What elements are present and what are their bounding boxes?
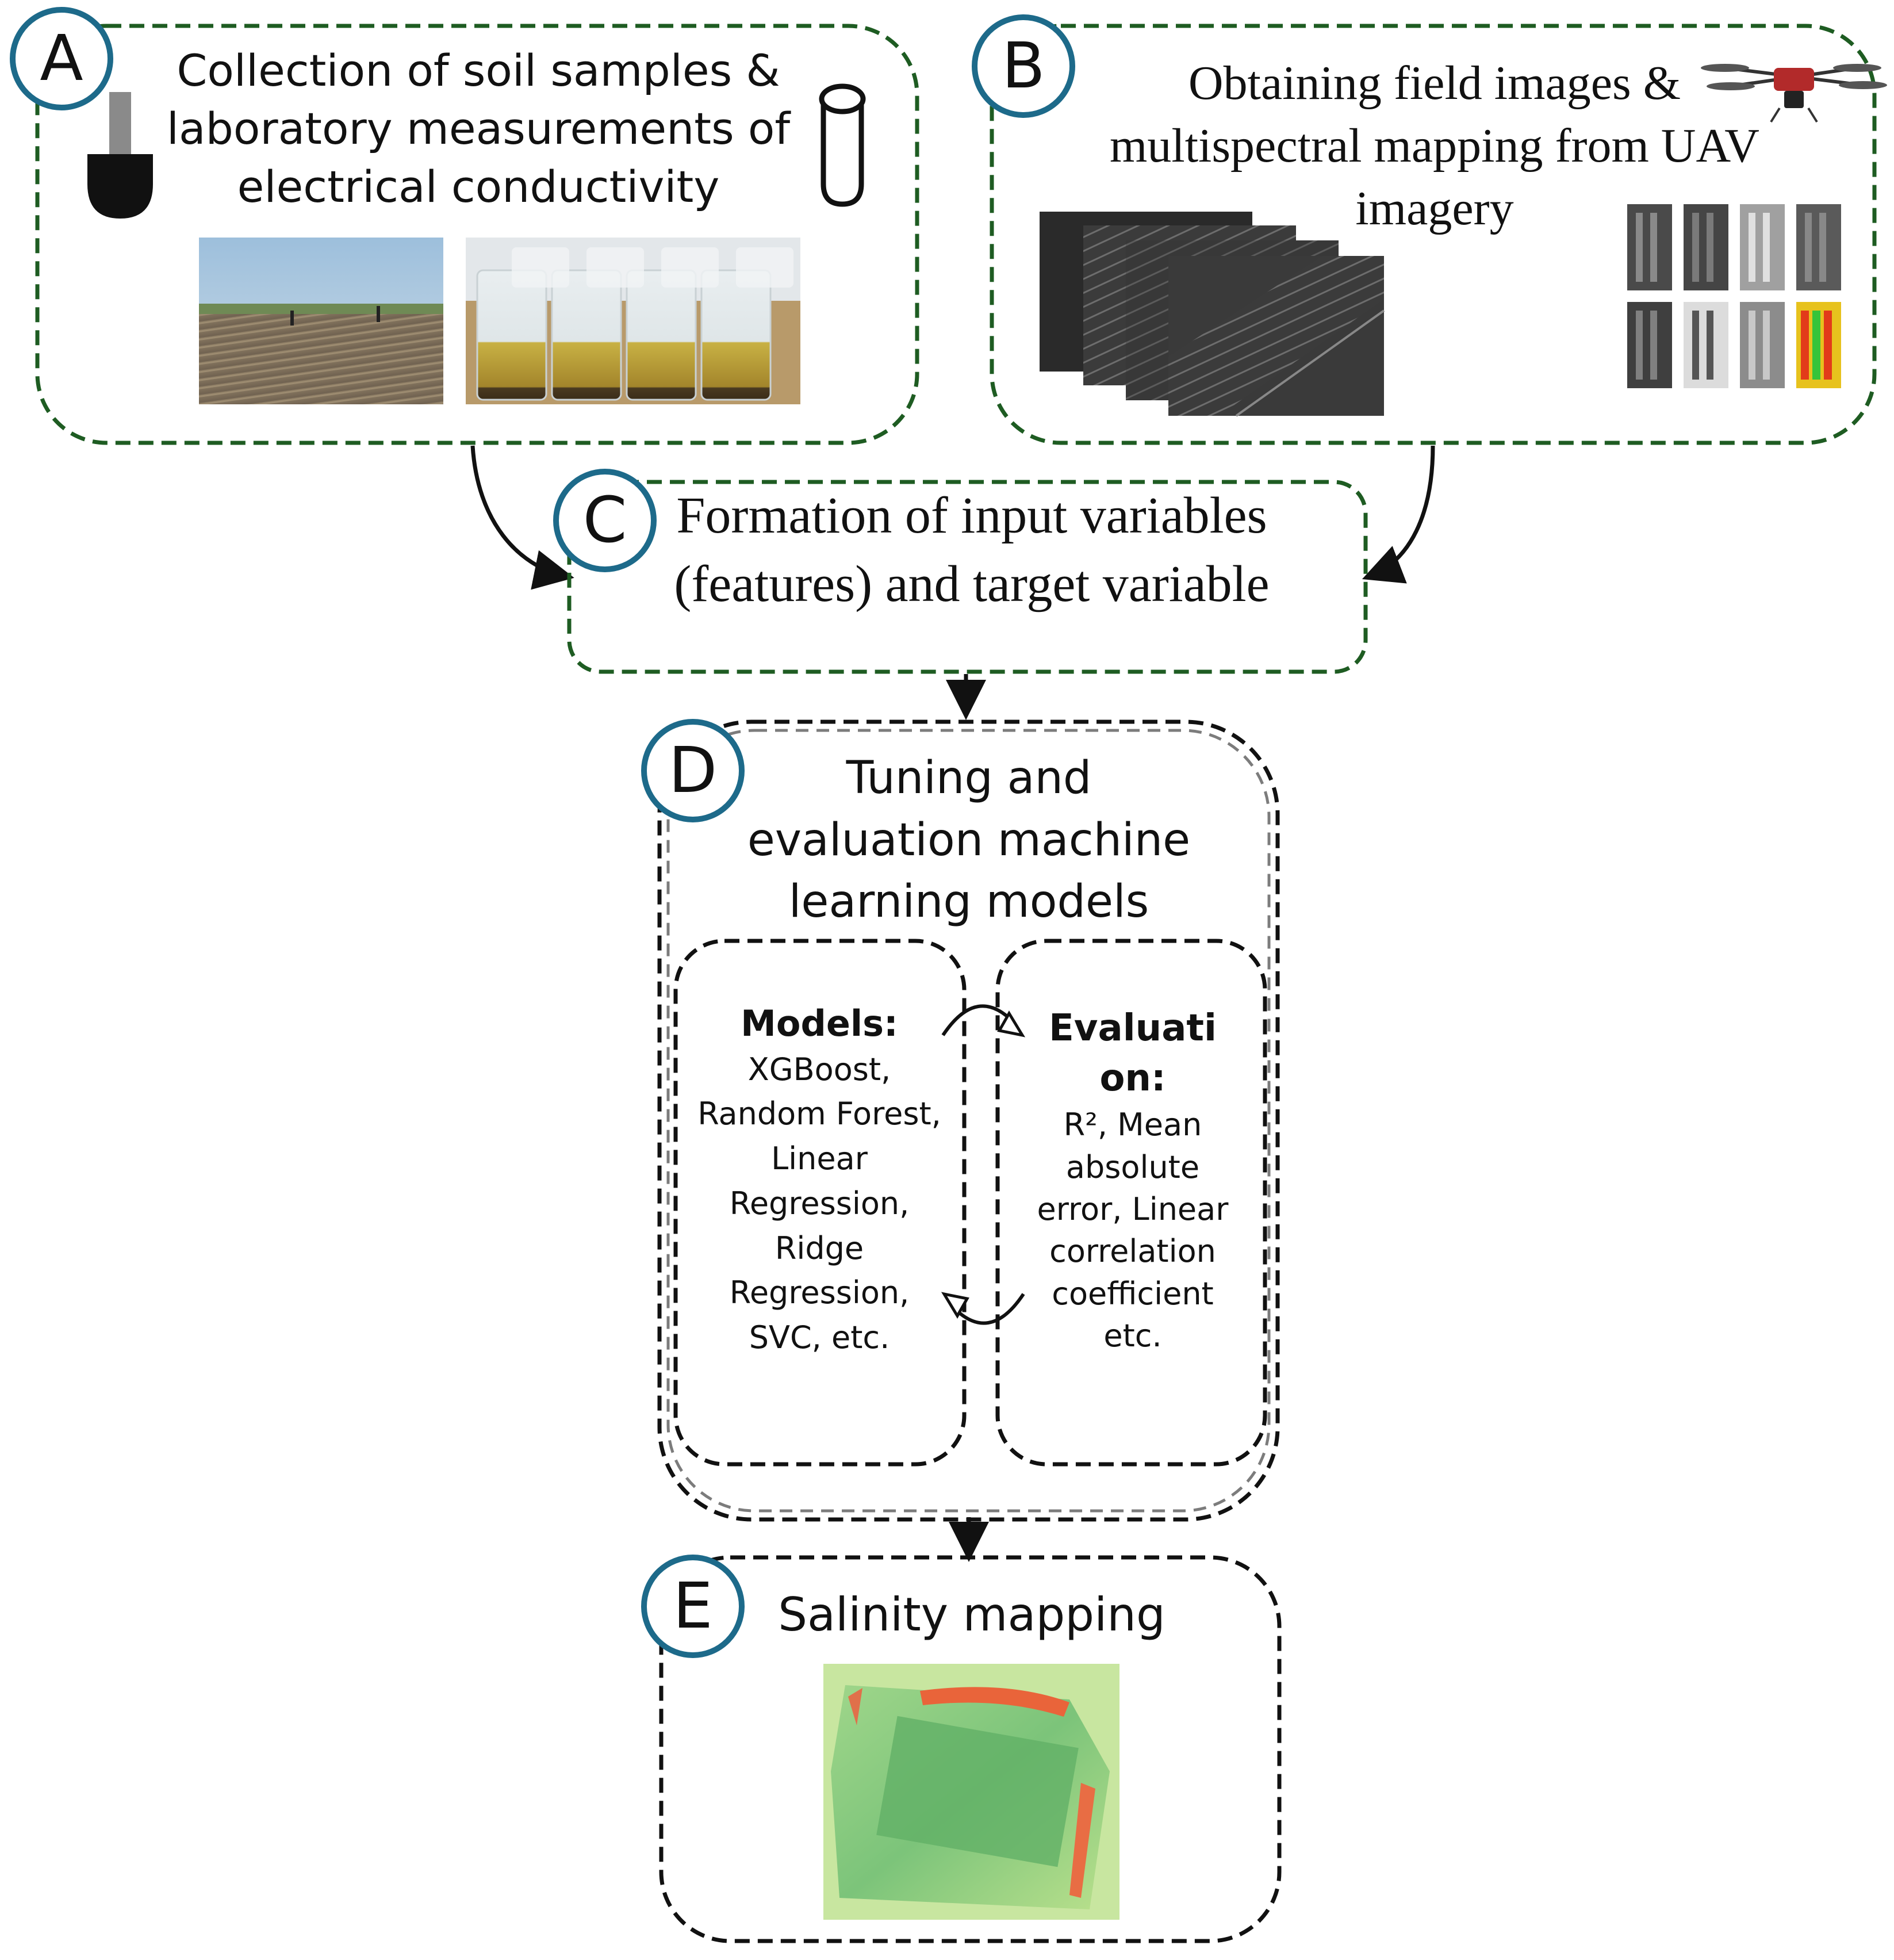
field-sampling-photo xyxy=(199,238,443,404)
svg-text:D: D xyxy=(669,733,718,807)
connector-a-to-c xyxy=(470,445,574,590)
box-a-title: Collection of soil samples & laboratory … xyxy=(166,45,791,213)
evaluation-panel: Evaluati on: R², Mean absolute error, Li… xyxy=(1029,1004,1236,1357)
svg-text:A: A xyxy=(40,21,83,95)
cycle-arrow-bottom-icon xyxy=(941,1292,1025,1325)
cycle-arrow-top-icon xyxy=(941,1004,1026,1038)
badge-d: D xyxy=(641,719,745,822)
svg-text:E: E xyxy=(673,1569,713,1643)
multispectral-thumbnails xyxy=(1627,204,1841,388)
box-b-title: Obtaining field images & multispectral m… xyxy=(1110,56,1759,236)
badge-e: E xyxy=(641,1555,745,1658)
box-d-frame xyxy=(657,719,1280,1522)
models-panel: Models: XGBoost, Random Forest, Linear R… xyxy=(693,1001,946,1360)
badge-b: B xyxy=(972,14,1075,118)
models-heading: Models: xyxy=(741,1002,898,1044)
evaluation-frame xyxy=(995,939,1267,1467)
uav-image-stack xyxy=(1040,212,1385,417)
evaluation-metrics: R², Mean absolute error, Linear correlat… xyxy=(1037,1107,1229,1354)
box-e-frame xyxy=(659,1555,1282,1943)
salinity-map-image xyxy=(823,1664,1119,1920)
connector-b-to-c xyxy=(1362,445,1435,584)
badge-a: A xyxy=(10,7,113,110)
box-e-title: Salinity mapping xyxy=(778,1588,1165,1641)
box-b-frame xyxy=(990,24,1877,445)
box-d-inner-frame xyxy=(666,729,1271,1513)
models-list: XGBoost, Random Forest, Linear Regressio… xyxy=(697,1051,941,1356)
svg-text:C: C xyxy=(583,483,627,557)
evaluation-heading: Evaluati on: xyxy=(1049,1007,1217,1100)
svg-text:B: B xyxy=(1002,29,1045,102)
box-d-title: Tuning and evaluation machine learning m… xyxy=(747,752,1191,928)
drone-icon xyxy=(1701,64,1887,123)
box-a-frame xyxy=(35,24,919,445)
box-c-frame xyxy=(567,480,1368,674)
sample-tube-icon xyxy=(819,83,866,207)
soil-auger-icon xyxy=(87,92,153,219)
soil-solution-beakers-photo xyxy=(466,238,800,404)
box-c-title: Formation of input variables (features) … xyxy=(674,487,1270,612)
models-frame xyxy=(673,939,967,1467)
badge-c: C xyxy=(553,469,657,572)
